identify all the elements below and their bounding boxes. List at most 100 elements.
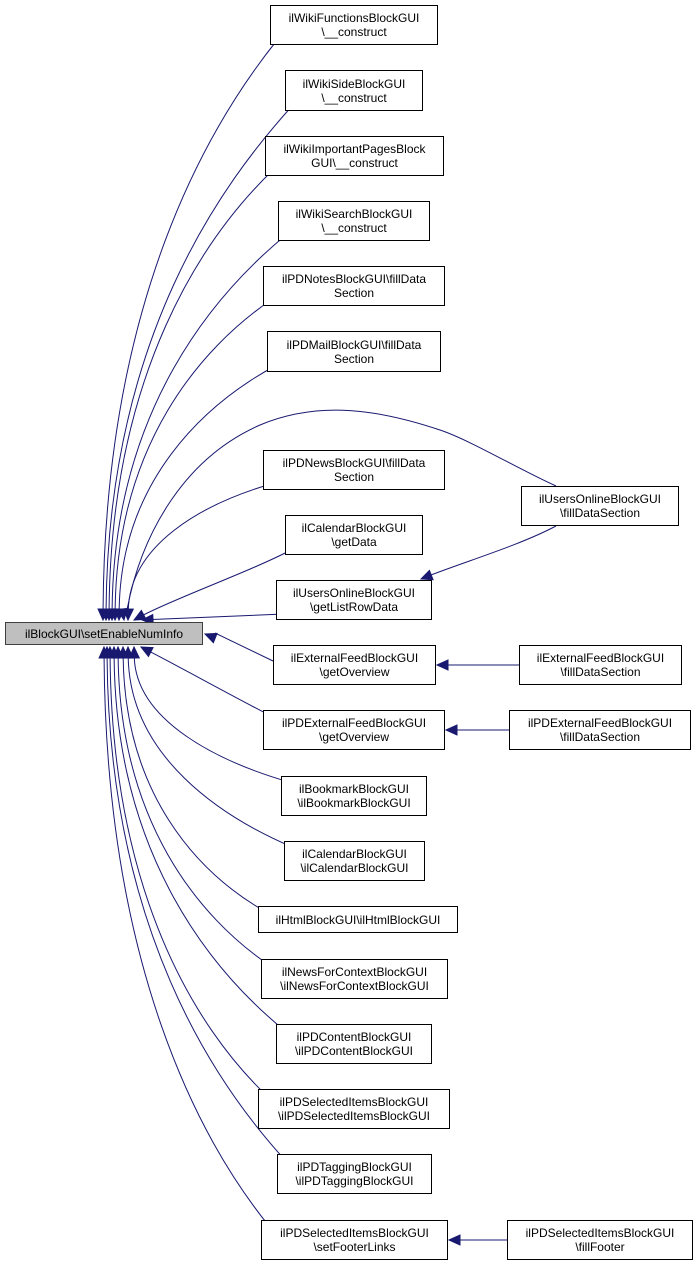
node-label-line: ilExternalFeedBlockGUI (536, 651, 665, 665)
node-label-line: ilPDExternalFeedBlockGUI (527, 716, 673, 730)
caller-node-n14[interactable]: ilHtmlBlockGUI\ilHtmlBlockGUI (258, 906, 458, 933)
caller-node-r2[interactable]: ilExternalFeedBlockGUI\fillDataSection (519, 645, 682, 685)
node-label-line: \fillDataSection (560, 665, 641, 679)
arrowhead (435, 659, 449, 671)
node-label-line: ilBookmarkBlockGUI (298, 782, 410, 796)
caller-node-n11[interactable]: ilPDExternalFeedBlockGUI\getOverview (263, 710, 445, 750)
call-edge (117, 656, 270, 966)
caller-node-n15[interactable]: ilNewsForContextBlockGUI\ilNewsForContex… (261, 959, 448, 999)
call-edge (127, 483, 272, 611)
arrowhead (139, 646, 154, 658)
arrowhead (203, 632, 218, 644)
call-edge (127, 656, 293, 848)
call-edge (151, 613, 285, 621)
node-label-line: ilPDNewsBlockGUI\fillData (282, 456, 426, 470)
call-edge (114, 299, 272, 611)
caller-node-n2[interactable]: ilWikiSideBlockGUI\__construct (285, 70, 423, 111)
node-label-line: ilHtmlBlockGUI\ilHtmlBlockGUI (275, 912, 441, 927)
node-label-line: ilPDTaggingBlockGUI (297, 1160, 412, 1174)
node-label-line: ilPDSelectedItemsBlockGUI (280, 1226, 429, 1240)
node-label-line: \ilPDSelectedItemsBlockGUI (277, 1109, 431, 1123)
node-label-line: \fillDataSection (559, 506, 641, 520)
caller-node-n9[interactable]: ilUsersOnlineBlockGUI\getListRowData (276, 580, 432, 620)
node-label-line: \ilPDTaggingBlockGUI (295, 1174, 414, 1188)
call-edge (149, 651, 272, 717)
node-label-line: Section (333, 351, 375, 366)
call-edge (126, 409, 557, 611)
call-edge (111, 234, 287, 611)
caller-node-n18[interactable]: ilPDTaggingBlockGUI\ilPDTaggingBlockGUI (277, 1154, 432, 1194)
node-label-line: \fillDataSection (559, 730, 641, 744)
caller-node-n4[interactable]: ilWikiSearchBlockGUI\__construct (278, 201, 430, 241)
call-edge (108, 169, 274, 611)
node-label-line: \setFooterLinks (313, 1240, 396, 1254)
node-label-line: \fillFooter (575, 1240, 625, 1254)
call-edge (109, 656, 267, 1096)
node-label-line: ilPDSelectedItemsBlockGUI (279, 1095, 429, 1109)
caller-node-r3[interactable]: ilPDExternalFeedBlockGUI\fillDataSection (509, 710, 691, 750)
node-label-line: ilUsersOnlineBlockGUI (292, 586, 416, 600)
caller-node-n13[interactable]: ilCalendarBlockGUI\ilCalendarBlockGUI (284, 841, 425, 881)
call-edge (214, 632, 274, 662)
node-label-line: ilUsersOnlineBlockGUI (538, 492, 662, 506)
node-label-line: ilPDSelectedItemsBlockGUI (525, 1226, 675, 1240)
node-label-line: \ilPDContentBlockGUI (294, 1044, 414, 1058)
call-edge (106, 656, 286, 1161)
call-edge (102, 38, 279, 611)
arrowhead (132, 609, 147, 621)
call-edge (105, 104, 294, 611)
node-label-line: ilCalendarBlockGUI (302, 847, 407, 861)
node-label-line: \ilNewsForContextBlockGUI (280, 979, 429, 993)
arrowhead (122, 608, 135, 622)
call-edge (103, 656, 270, 1227)
node-label-line: ilWikiSearchBlockGUI (295, 207, 413, 221)
arrowhead (444, 724, 458, 736)
node-label-line: \__construct (321, 90, 387, 105)
call-edge (133, 656, 290, 783)
node-label-line: Section (333, 470, 375, 484)
node-label-line: ilPDMailBlockGUI\fillData (286, 337, 422, 352)
root-function-node[interactable]: ilBlockGUI\setEnableNumInfo (5, 622, 203, 645)
node-label-line: \ilBookmarkBlockGUI (297, 796, 411, 810)
node-label-line: ilPDExternalFeedBlockGUI (281, 716, 427, 730)
caller-node-n1[interactable]: ilWikiFunctionsBlockGUI\__construct (270, 5, 438, 45)
node-label-line: \getData (331, 535, 377, 549)
call-edge (113, 656, 285, 1031)
node-label-line: ilPDContentBlockGUI (296, 1030, 412, 1044)
caller-node-r4[interactable]: ilPDSelectedItemsBlockGUI\fillFooter (507, 1220, 693, 1260)
node-label-line: ilWikiSideBlockGUI (302, 76, 406, 91)
node-label-line: Section (333, 286, 375, 300)
node-label-line: \__construct (321, 25, 387, 39)
call-edge (430, 525, 557, 576)
arrowhead (419, 569, 434, 581)
node-label-line: ilExternalFeedBlockGUI (290, 651, 419, 665)
arrowhead (447, 1234, 461, 1246)
call-edge (142, 548, 294, 616)
call-edge (122, 656, 267, 913)
node-label-line: ilPDNotesBlockGUI\fillData (281, 272, 427, 286)
node-label-line: GUI\__construct (311, 156, 398, 170)
node-label-line: \getOverview (318, 730, 390, 744)
arrowhead (98, 645, 110, 659)
node-label-line: \getListRowData (309, 600, 399, 614)
caller-node-n17[interactable]: ilPDSelectedItemsBlockGUI\ilPDSelectedIt… (258, 1089, 450, 1129)
caller-node-n10[interactable]: ilExternalFeedBlockGUI\getOverview (273, 645, 436, 685)
caller-node-n16[interactable]: ilPDContentBlockGUI\ilPDContentBlockGUI (276, 1024, 432, 1064)
node-label-line: ilNewsForContextBlockGUI (281, 965, 428, 979)
caller-node-n8[interactable]: ilCalendarBlockGUI\getData (285, 515, 423, 555)
node-label-line: ilWikiImportantPagesBlock (283, 142, 426, 156)
caller-node-r1[interactable]: ilUsersOnlineBlockGUI\fillDataSection (521, 486, 679, 526)
caller-node-n12[interactable]: ilBookmarkBlockGUI\ilBookmarkBlockGUI (281, 776, 427, 816)
node-label-line: \ilCalendarBlockGUI (300, 861, 409, 875)
node-label-line: ilBlockGUI\setEnableNumInfo (24, 626, 184, 641)
node-label-line: ilCalendarBlockGUI (301, 521, 407, 535)
node-label-line: \__construct (321, 221, 387, 235)
call-edge (118, 365, 276, 611)
caller-node-n19[interactable]: ilPDSelectedItemsBlockGUI\setFooterLinks (261, 1220, 448, 1260)
node-label-line: \getOverview (319, 665, 390, 679)
